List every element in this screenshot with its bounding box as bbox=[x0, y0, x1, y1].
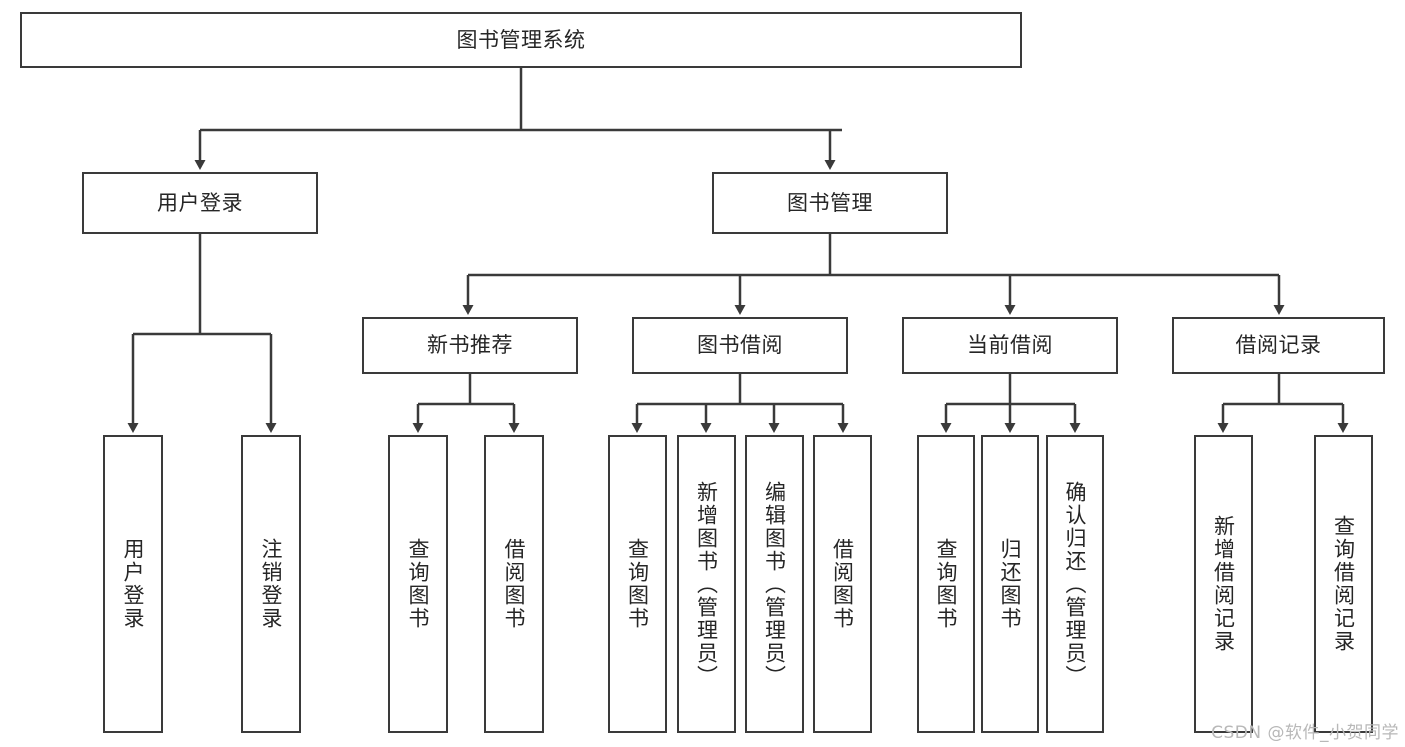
node-leaf-5[interactable]: 新增图书（管理员） bbox=[677, 435, 736, 733]
node-label: 借阅图书 bbox=[502, 538, 527, 630]
node-label: 用户登录 bbox=[121, 538, 146, 630]
node-label: 归还图书 bbox=[998, 538, 1023, 630]
node-leaf-9[interactable]: 归还图书 bbox=[981, 435, 1039, 733]
node-leaf-11[interactable]: 新增借阅记录 bbox=[1194, 435, 1253, 733]
node-label: 新增借阅记录 bbox=[1211, 515, 1236, 653]
node-label: 图书管理 bbox=[787, 190, 873, 215]
node-label: 查询图书 bbox=[934, 538, 959, 630]
node-leaf-3[interactable]: 借阅图书 bbox=[484, 435, 544, 733]
node-label: 图书管理系统 bbox=[456, 27, 586, 52]
node-level3-1[interactable]: 图书借阅 bbox=[632, 317, 848, 374]
node-leaf-1[interactable]: 注销登录 bbox=[241, 435, 301, 733]
node-leaf-6[interactable]: 编辑图书（管理员） bbox=[745, 435, 804, 733]
node-label: 借阅记录 bbox=[1235, 333, 1322, 358]
node-label: 查询图书 bbox=[406, 538, 431, 630]
node-label: 新书推荐 bbox=[427, 333, 513, 358]
node-label: 用户登录 bbox=[157, 190, 243, 215]
node-leaf-10[interactable]: 确认归还（管理员） bbox=[1046, 435, 1104, 733]
node-label: 注销登录 bbox=[259, 538, 284, 630]
node-label: 当前借阅 bbox=[967, 333, 1053, 358]
node-level3-3[interactable]: 借阅记录 bbox=[1172, 317, 1385, 374]
node-leaf-0[interactable]: 用户登录 bbox=[103, 435, 163, 733]
node-leaf-2[interactable]: 查询图书 bbox=[388, 435, 448, 733]
node-level2-1[interactable]: 图书管理 bbox=[712, 172, 948, 234]
node-label: 新增图书（管理员） bbox=[694, 480, 719, 688]
node-level2-0[interactable]: 用户登录 bbox=[82, 172, 318, 234]
node-leaf-8[interactable]: 查询图书 bbox=[917, 435, 975, 733]
node-label: 查询图书 bbox=[625, 538, 650, 630]
node-leaf-4[interactable]: 查询图书 bbox=[608, 435, 667, 733]
node-label: 图书借阅 bbox=[697, 333, 783, 358]
node-level3-2[interactable]: 当前借阅 bbox=[902, 317, 1118, 374]
node-label: 编辑图书（管理员） bbox=[762, 480, 787, 688]
node-leaf-12[interactable]: 查询借阅记录 bbox=[1314, 435, 1373, 733]
node-level3-0[interactable]: 新书推荐 bbox=[362, 317, 578, 374]
node-root[interactable]: 图书管理系统 bbox=[20, 12, 1022, 68]
node-leaf-7[interactable]: 借阅图书 bbox=[813, 435, 872, 733]
node-label: 确认归还（管理员） bbox=[1063, 480, 1088, 688]
node-label: 查询借阅记录 bbox=[1331, 515, 1356, 653]
node-label: 借阅图书 bbox=[830, 538, 855, 630]
